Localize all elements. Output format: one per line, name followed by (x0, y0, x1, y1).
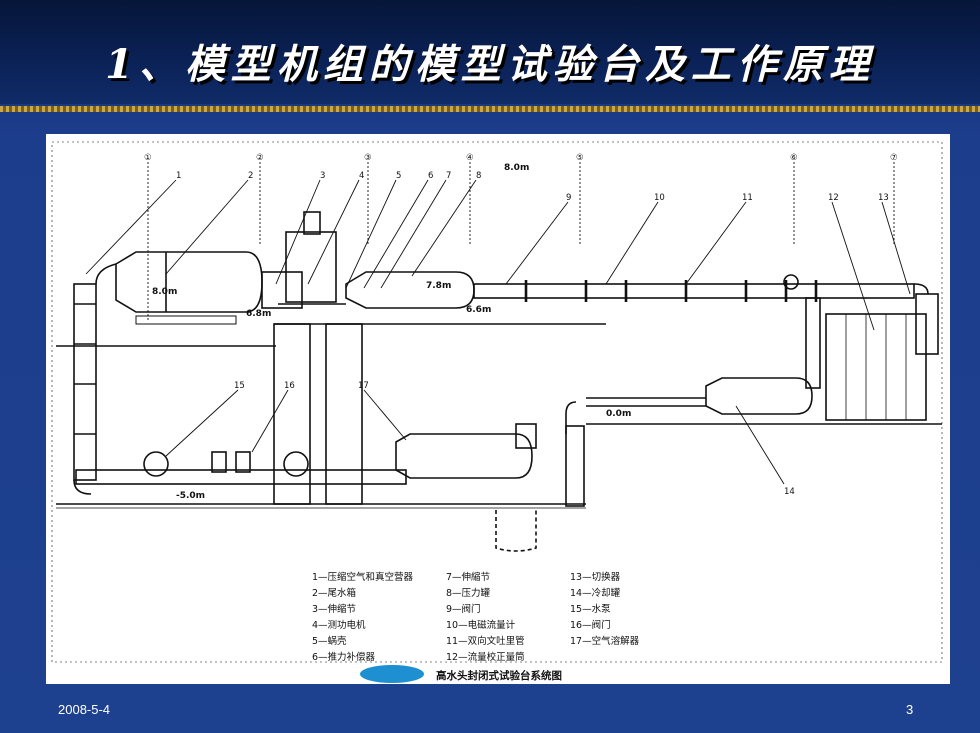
diagram-drawing: ① ② ③ ④ ⑤ ⑥ ⑦ 1 2 3 4 5 6 7 8 9 10 11 (51, 141, 943, 683)
num-6: 6 (428, 171, 433, 181)
num-12: 12 (828, 193, 839, 203)
system-diagram: ① ② ③ ④ ⑤ ⑥ ⑦ 1 2 3 4 5 6 7 8 9 10 11 (46, 134, 950, 684)
legend-r1c0: 2—尾水箱 (312, 587, 356, 599)
elev-tank-left: 8.0m (152, 287, 177, 297)
legend-r0c2: 13—切换器 (570, 571, 621, 583)
switching-cabinet (825, 313, 927, 421)
legend-r0c0: 1—压缩空气和真空营器 (312, 571, 414, 583)
legend-r5c0: 6—推力补偿器 (312, 651, 376, 663)
num-15: 15 (234, 381, 245, 391)
elev-pipe: 6.6m (466, 305, 491, 315)
elevation-labels: 8.0m 8.0m 7.8m 6.6m 6.8m 0.0m -5.0m (152, 163, 631, 501)
left-elbow (95, 263, 117, 285)
dynamometer-motor (303, 211, 321, 235)
marker-7: ⑦ (890, 153, 898, 163)
marker-3: ③ (364, 153, 372, 163)
legend-r1c2: 14—冷却罐 (570, 587, 621, 599)
caption-marker (360, 665, 424, 683)
num-8: 8 (476, 171, 481, 181)
elev-top: 8.0m (504, 163, 529, 173)
marker-5: ⑤ (576, 153, 584, 163)
num-9: 9 (566, 193, 571, 203)
elev-ground: 0.0m (606, 409, 631, 419)
footer-date: 2008-5-4 (58, 702, 111, 717)
valve-9 (783, 274, 799, 290)
legend-r2c1: 9—阀门 (446, 603, 481, 615)
dynamometer-housing (285, 231, 337, 303)
num-17: 17 (358, 381, 369, 391)
sump-pit (495, 510, 537, 552)
num-7: 7 (446, 171, 451, 181)
legend: 1—压缩空气和真空营器 7—伸縮节 13—切换器 2—尾水箱 8—压力罐 14—… (312, 571, 640, 663)
pit-wall (565, 425, 585, 507)
num-11: 11 (742, 193, 753, 203)
elev-basement: -5.0m (176, 491, 205, 501)
legend-r4c2: 17—空气溶解器 (570, 635, 640, 647)
legend-r4c1: 11—双向文吐里管 (446, 635, 525, 647)
title-band (0, 0, 980, 104)
legend-r1c1: 8—压力罐 (446, 587, 491, 599)
num-13: 13 (878, 193, 889, 203)
slide-title: 1、模型机组的模型试验台及工作原理 (105, 41, 875, 88)
support-column-right (325, 323, 363, 505)
num-2: 2 (248, 171, 253, 181)
pressure-tank-upper (345, 271, 475, 309)
pump-15 (143, 451, 169, 477)
num-4: 4 (359, 171, 364, 181)
switch-riser (915, 293, 939, 355)
legend-r3c2: 16—阀门 (570, 619, 611, 631)
diagram-caption: 高水头封闭式试验台系统图 (436, 669, 562, 682)
valve-16 (211, 451, 227, 473)
num-5: 5 (396, 171, 401, 181)
num-10: 10 (654, 193, 665, 203)
legend-r2c2: 15—水泵 (570, 603, 611, 615)
component-numbers: 1 2 3 4 5 6 7 8 9 10 11 12 13 14 15 16 1… (176, 171, 889, 497)
drop-pipe (805, 297, 821, 389)
legend-r3c1: 10—电磁流量计 (446, 619, 516, 631)
marker-6: ⑥ (790, 153, 798, 163)
cooling-tank (705, 377, 813, 415)
legend-r3c0: 4—测功电机 (312, 619, 366, 631)
support-column-left (273, 323, 311, 505)
legend-r5c1: 12—流量校正量筒 (446, 651, 525, 663)
num-14: 14 (784, 487, 795, 497)
legend-r0c1: 7—伸縮节 (446, 571, 490, 583)
marker-1: ① (144, 153, 152, 163)
marker-4: ④ (466, 153, 474, 163)
elev-pipe-left: 6.8m (246, 309, 271, 319)
num-16: 16 (284, 381, 295, 391)
circled-markers: ① ② ③ ④ ⑤ ⑥ ⑦ (144, 153, 898, 163)
legend-r4c0: 5—蜗壳 (312, 635, 347, 647)
main-horizontal-pipe (473, 283, 915, 299)
left-riser-pipe (73, 283, 97, 481)
num-1: 1 (176, 171, 181, 181)
diagram-frame (51, 141, 943, 663)
legend-r2c0: 3—伸缩节 (312, 603, 356, 615)
tailwater-tank (115, 251, 263, 313)
elev-tank-mid: 7.8m (426, 281, 451, 291)
title-divider (0, 106, 980, 112)
num-3: 3 (320, 171, 325, 181)
page-number: 3 (906, 702, 914, 717)
pump-16 (283, 451, 309, 477)
turbine-casing (261, 271, 303, 309)
air-dissolver-tank (395, 433, 533, 479)
basement-pipe (75, 469, 407, 485)
marker-2: ② (256, 153, 264, 163)
